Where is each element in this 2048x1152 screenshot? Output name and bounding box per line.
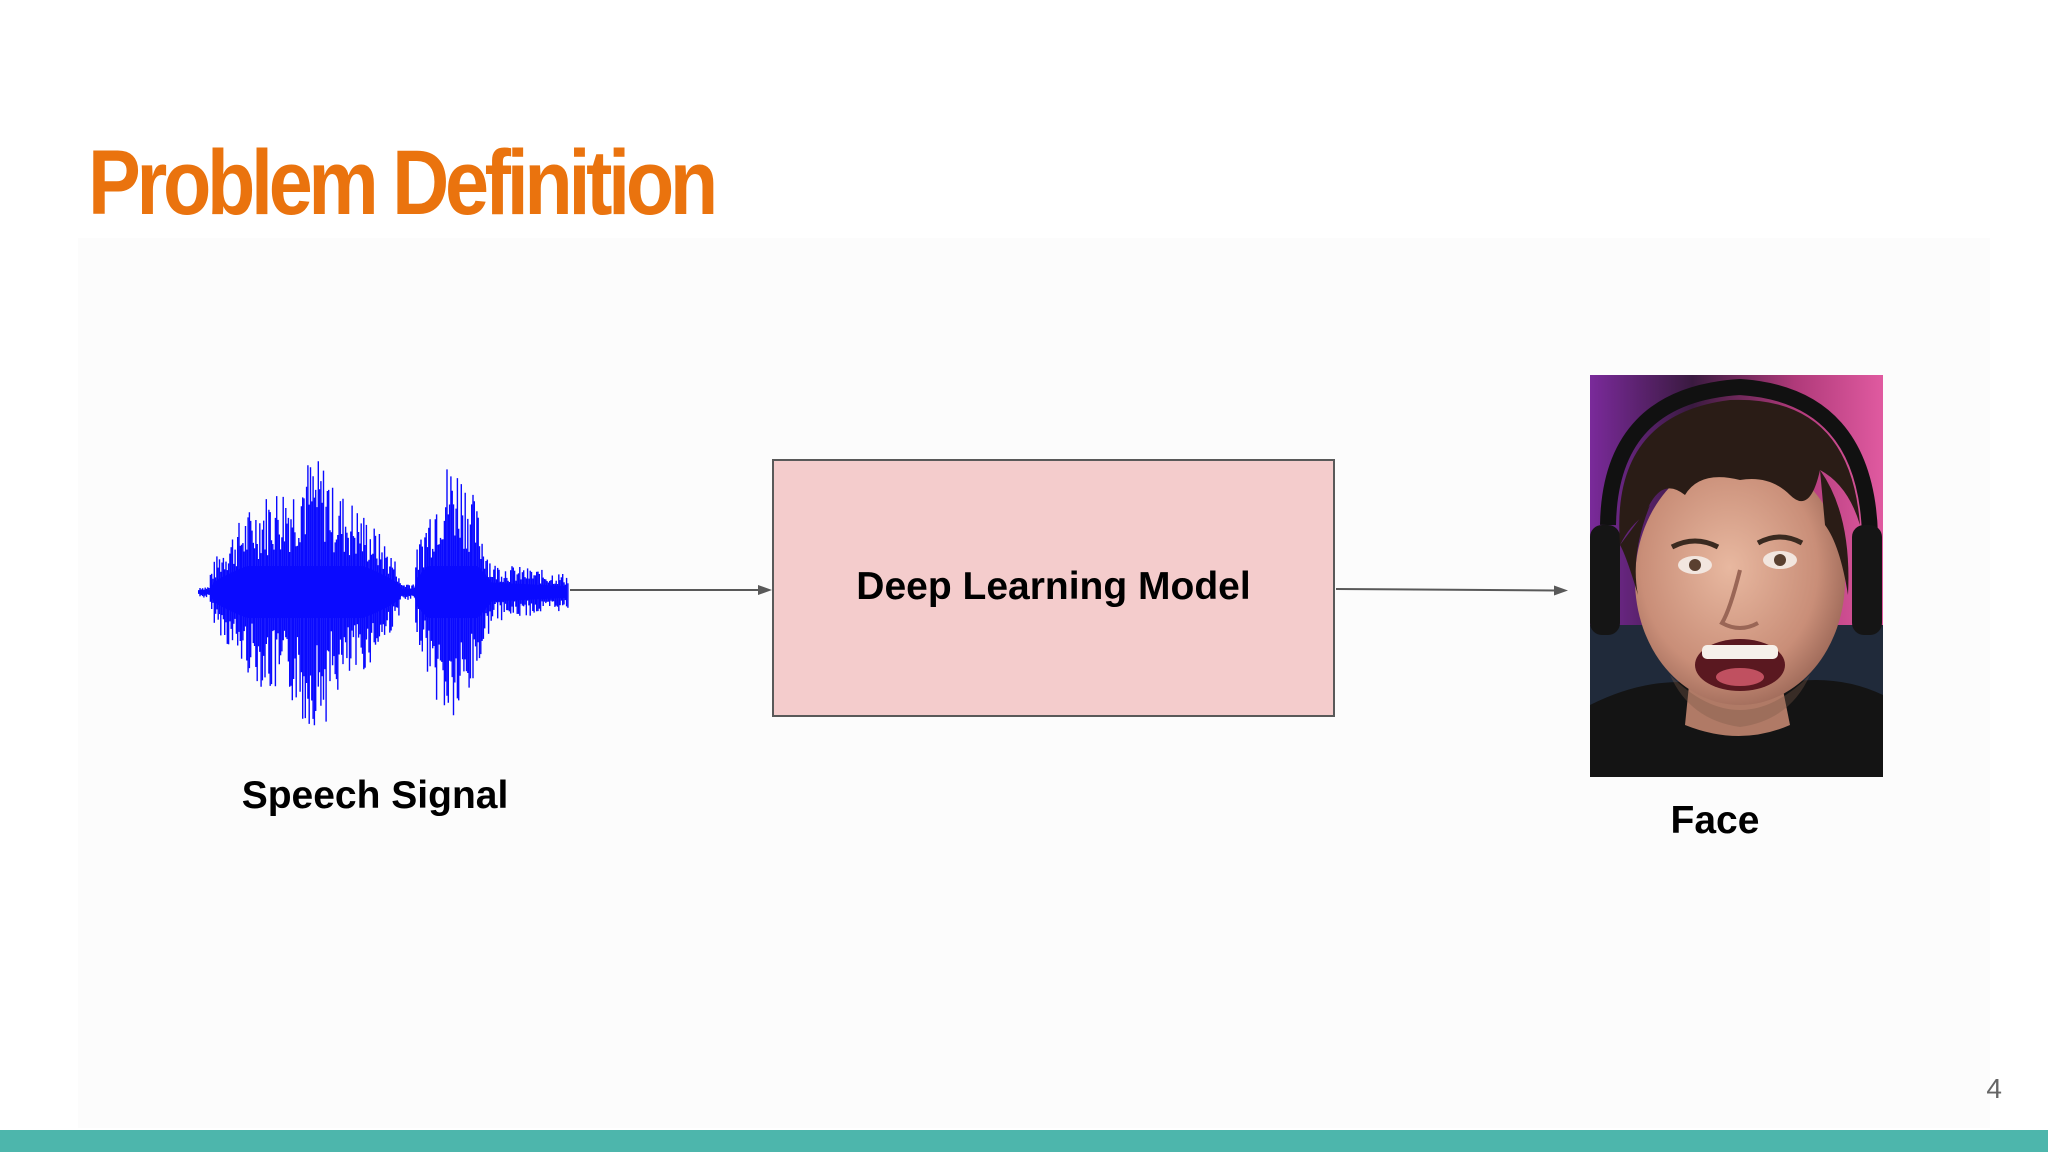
page-number: 4 [1986, 1073, 2002, 1104]
face-label: Face [1670, 799, 1760, 842]
speech-signal-label: Speech Signal [241, 774, 509, 817]
footer-bar [0, 1130, 2048, 1152]
deep-learning-model-box: Deep Learning Model [772, 459, 1335, 717]
face-photo [1590, 375, 1883, 777]
waveform-icon [198, 461, 569, 726]
slide-title: Problem Definition [88, 132, 718, 234]
arrow-model-to-face [1335, 585, 1568, 596]
model-label: Deep Learning Model [856, 565, 1251, 608]
arrow-speech-to-model [570, 585, 772, 595]
